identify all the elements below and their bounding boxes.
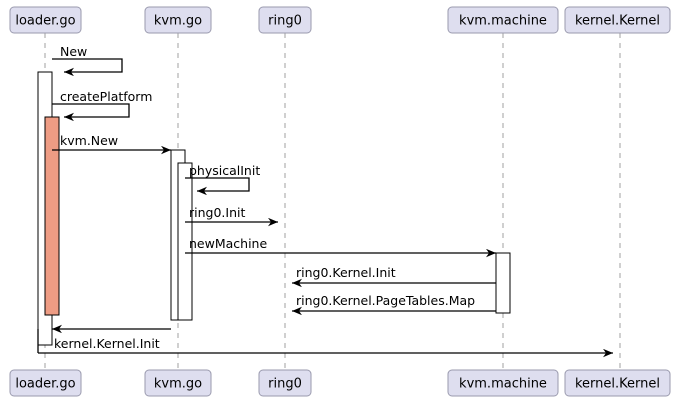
participant-label-kvmgo: kvm.go (154, 14, 202, 29)
participant-box-kernelkernel (564, 6, 671, 34)
activation-bar-loader (44, 116, 60, 316)
participant-box-ring0 (258, 6, 312, 34)
participant-label-kvmmachine: kvm.machine (459, 14, 547, 29)
participant-label-ring0: ring0 (268, 377, 302, 392)
participant-loader-header[interactable]: loader.go (9, 6, 82, 34)
message-label-m6: newMachine (189, 236, 267, 251)
message-label-m9: kernel.Kernel.Init (54, 336, 160, 351)
message-label-m8: ring0.Kernel.PageTables.Map (296, 293, 475, 308)
participants-layer: loader.go loader.go kvm.go kvm.go ring0 ring0… (9, 6, 671, 397)
participant-label-kvmgo: kvm.go (154, 377, 202, 392)
participant-box-kvmgo (144, 369, 212, 397)
participant-kernelkernel-header[interactable]: kernel.Kernel (564, 6, 671, 34)
message-label-m5: ring0.Init (189, 205, 245, 220)
participant-kvmgo-footer[interactable]: kvm.go (144, 369, 212, 397)
participant-label-loader: loader.go (15, 377, 75, 392)
participant-box-kvmmachine (447, 6, 559, 34)
participant-box-kvmgo (144, 6, 212, 34)
self-call-loop-loader (52, 58, 123, 77)
participant-kvmmachine-header[interactable]: kvm.machine (447, 6, 559, 34)
lifelines-layer (44, 33, 621, 370)
message-label-m7: ring0.Kernel.Init (296, 265, 396, 280)
message-label-m2: createPlatform (60, 89, 152, 104)
activation-bar-kvmgo (177, 162, 193, 321)
participant-loader-footer[interactable]: loader.go (9, 369, 82, 397)
self-call-loop-loader (52, 103, 130, 122)
activations-layer (37, 71, 511, 346)
participant-label-kernelkernel: kernel.Kernel (575, 377, 660, 392)
messages-layer: New createPlatform kvm.New physicalInit ring… (37, 44, 613, 358)
participant-label-kvmmachine: kvm.machine (459, 377, 547, 392)
participant-box-loader (9, 6, 82, 34)
participant-ring0-header[interactable]: ring0 (258, 6, 312, 34)
activation-bar-kvmmachine (495, 252, 511, 314)
participant-box-kvmmachine (447, 369, 559, 397)
message-label-m4: physicalInit (189, 163, 260, 178)
participant-ring0-footer[interactable]: ring0 (258, 369, 312, 397)
participant-kvmgo-header[interactable]: kvm.go (144, 6, 212, 34)
participant-kvmmachine-footer[interactable]: kvm.machine (447, 369, 559, 397)
participant-box-loader (9, 369, 82, 397)
message-label-m3: kvm.New (60, 133, 118, 148)
participant-kernelkernel-footer[interactable]: kernel.Kernel (564, 369, 671, 397)
participant-box-kernelkernel (564, 369, 671, 397)
participant-box-ring0 (258, 369, 312, 397)
participant-label-ring0: ring0 (268, 14, 302, 29)
participant-label-kernelkernel: kernel.Kernel (575, 14, 660, 29)
self-call-loop-kvmgo (185, 177, 250, 196)
message-label-m1: New (60, 44, 87, 59)
participant-label-loader: loader.go (15, 14, 75, 29)
